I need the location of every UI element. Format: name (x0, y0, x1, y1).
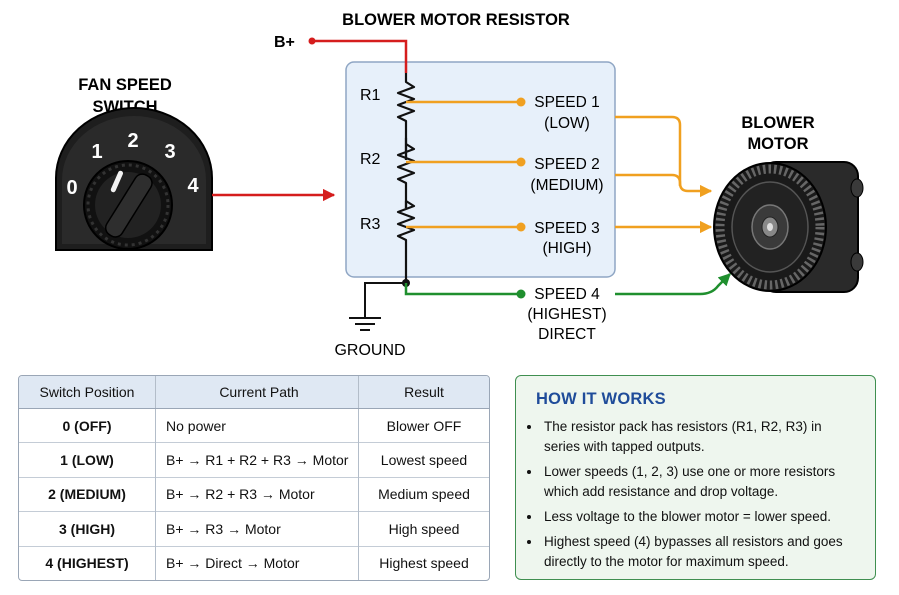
table-cell: B+ → R3 → Motor (155, 511, 359, 547)
output-wire-speed-2 (615, 173, 682, 186)
blower-motor-label: BLOWER (741, 114, 814, 132)
b-plus-wire (312, 39, 408, 73)
wiring-diagram: BLOWER MOTOR RESISTOR B+ R1 R2 R3 GROUND… (55, 11, 864, 359)
table-cell: B+ → Direct → Motor (155, 545, 359, 580)
direct-wire-speed-4 (404, 283, 521, 296)
how-it-works-title: HOW IT WORKS (536, 390, 666, 408)
resistor-label-r1: R1 (360, 87, 381, 104)
blower-motor-label-2: MOTOR (747, 135, 808, 153)
table-cell: Blower OFF (358, 407, 489, 443)
ground-wire (364, 282, 406, 318)
speed-4-sublabel: (HIGHEST) (527, 306, 606, 323)
speed-1-label: SPEED 1 (534, 94, 599, 111)
table-cell: 4 (HIGHEST) (19, 545, 156, 580)
table-cell: 1 (LOW) (19, 442, 156, 478)
list-item: Highest speed (4) bypasses all resistors… (542, 532, 861, 572)
speed-2-sublabel: (MEDIUM) (530, 177, 603, 194)
list-item: Lower speeds (1, 2, 3) use one or more r… (542, 462, 861, 502)
switch-position-0: 0 (66, 177, 77, 199)
blower-motor-image (713, 161, 864, 293)
resistor-label-r3: R3 (360, 216, 381, 233)
how-it-works-panel: HOW IT WORKS The resistor pack has resis… (515, 375, 876, 580)
resistor-r3 (396, 199, 416, 283)
switch-position-3: 3 (164, 141, 175, 163)
table-row: 1 (LOW) B+ → R1 + R2 + R3 → Motor Lowest… (19, 442, 489, 478)
b-plus-label: B+ (274, 34, 295, 51)
switch-position-table: Switch Position Current Path Result 0 (O… (18, 375, 490, 581)
speed-2-label: SPEED 2 (534, 156, 599, 173)
table-row: 3 (HIGH) B+ → R3 → Motor High speed (19, 511, 489, 547)
resistor-label-r2: R2 (360, 151, 381, 168)
diagram-title: BLOWER MOTOR RESISTOR (342, 11, 570, 29)
tap-dot-speed-2 (516, 157, 526, 167)
tap-dot-speed-3 (516, 222, 526, 232)
speed-1-sublabel: (LOW) (544, 115, 590, 132)
tap-dot-speed-4 (516, 289, 526, 299)
output-wire-speed-4 (615, 273, 731, 296)
table-cell: 3 (HIGH) (19, 511, 156, 547)
table-row: 4 (HIGHEST) B+ → Direct → Motor Highest … (19, 545, 489, 580)
output-wire-speed-1 (615, 115, 713, 198)
table-cell: B+ → R2 + R3 → Motor (155, 476, 359, 512)
speed-4-label: SPEED 4 (534, 286, 600, 303)
switch-position-2: 2 (127, 130, 138, 152)
table-header-row: Switch Position Current Path Result (19, 376, 489, 409)
switch-position-1: 1 (91, 141, 102, 163)
table-header: Switch Position (19, 376, 156, 409)
speed-4-direct-label: DIRECT (538, 326, 596, 343)
table-row: 0 (OFF) No power Blower OFF (19, 407, 489, 443)
table-cell: High speed (358, 511, 489, 547)
table-cell: 0 (OFF) (19, 407, 156, 443)
table-cell: 2 (MEDIUM) (19, 476, 156, 512)
fan-switch-knob[interactable] (83, 160, 173, 250)
how-it-works-list: The resistor pack has resistors (R1, R2,… (528, 417, 861, 572)
speed-3-sublabel: (HIGH) (542, 240, 591, 257)
ground-label: GROUND (334, 342, 405, 359)
table-cell: No power (155, 407, 359, 443)
table-cell: Highest speed (358, 545, 489, 580)
speed-3-label: SPEED 3 (534, 220, 599, 237)
table-cell: Medium speed (358, 476, 489, 512)
tap-dot-speed-1 (516, 97, 526, 107)
switch-position-4: 4 (187, 175, 199, 197)
fan-switch-label: FAN SPEED (78, 76, 172, 94)
list-item: The resistor pack has resistors (R1, R2,… (542, 417, 861, 457)
table-cell: Lowest speed (358, 442, 489, 478)
table-header: Current Path (155, 376, 359, 409)
table-row: 2 (MEDIUM) B+ → R2 + R3 → Motor Medium s… (19, 476, 489, 512)
table-header: Result (358, 376, 489, 409)
resistor-pack-box (345, 61, 616, 278)
list-item: Less voltage to the blower motor = lower… (542, 507, 861, 527)
table-cell: B+ → R1 + R2 + R3 → Motor (155, 442, 359, 478)
